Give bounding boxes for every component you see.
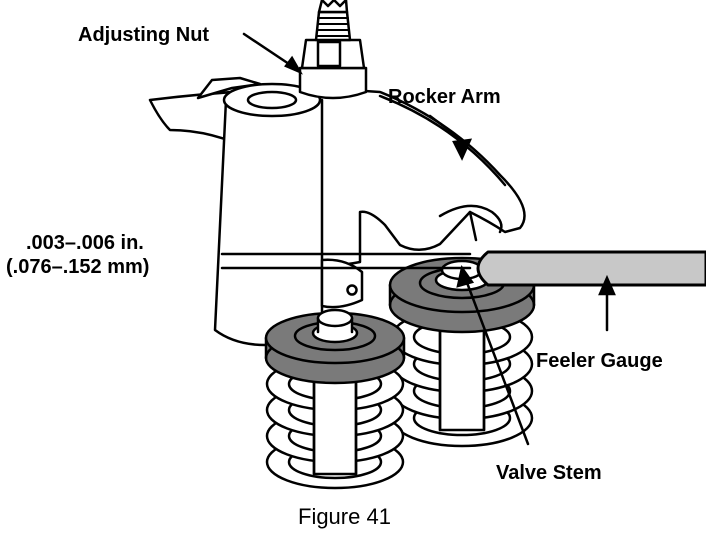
leader-valve-stem (464, 278, 530, 446)
leader-rocker-arm (428, 114, 464, 142)
adjusting-nut (300, 38, 366, 70)
rocker-arm-web (468, 210, 478, 242)
leader-adjusting-nut (242, 32, 294, 68)
pivot-pedestal (213, 98, 324, 347)
feeler-gauge-label: Feeler Gauge (536, 350, 663, 372)
nut-base (298, 66, 368, 100)
pedestal-hole (346, 284, 358, 296)
rocker-arm-label: Rocker Arm (388, 86, 501, 108)
figure-caption: Figure 41 (298, 504, 391, 529)
adjusting-nut-label: Adjusting Nut (78, 24, 210, 46)
feeler-gauge (476, 250, 706, 287)
rocker-arm-rail (378, 94, 507, 187)
valve-stem-label: Valve Stem (496, 462, 602, 484)
clearance-in-label: .003–.006 in. (26, 232, 144, 254)
rocker-arm-tip (438, 204, 503, 234)
clearance-mm-label: (.076–.152 mm) (6, 256, 150, 278)
stud-tip (317, 0, 349, 14)
rear-rocker-arm (196, 76, 262, 100)
rocker-arm (148, 86, 526, 267)
nut-flat (316, 40, 342, 68)
pedestal-bore (246, 90, 298, 110)
stud-thread-lines (316, 17, 350, 37)
